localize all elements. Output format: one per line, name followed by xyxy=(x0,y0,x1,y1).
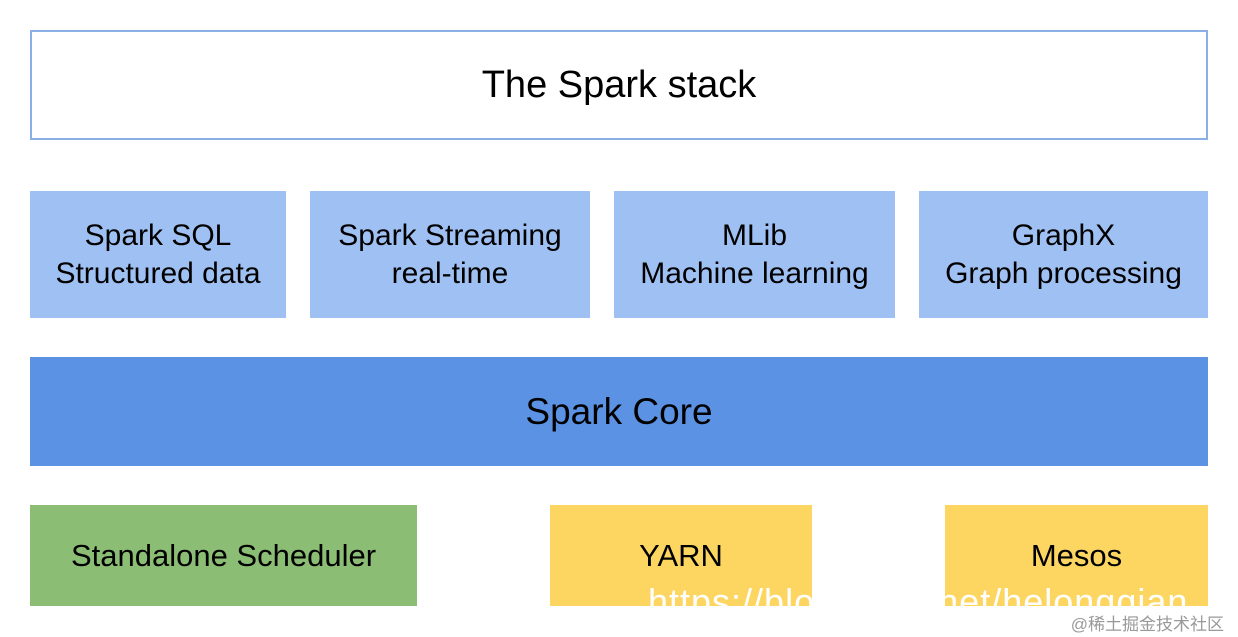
module-spark-sql: Spark SQL Structured data xyxy=(30,191,286,318)
module-name: MLib xyxy=(721,218,788,252)
stack-title-text: The Spark stack xyxy=(481,63,757,106)
module-desc: Graph processing xyxy=(945,256,1182,290)
cm-label: Standalone Scheduler xyxy=(70,537,377,573)
module-name: Spark SQL xyxy=(84,218,232,252)
mesos: Mesos xyxy=(945,505,1208,606)
module-name: Spark Streaming xyxy=(338,218,562,252)
watermark-juejin: @稀土掘金技术社区 xyxy=(1070,615,1224,634)
module-spark-streaming: Spark Streaming real-time xyxy=(310,191,590,318)
spark-core: Spark Core xyxy=(30,357,1208,466)
spark-core-text: Spark Core xyxy=(525,390,713,432)
module-mlib: MLib Machine learning xyxy=(614,191,895,318)
module-desc: Machine learning xyxy=(640,256,869,290)
module-desc: Structured data xyxy=(55,256,261,290)
module-graphx: GraphX Graph processing xyxy=(919,191,1208,318)
yarn: YARN xyxy=(550,505,812,606)
cm-label: YARN xyxy=(639,537,723,573)
module-name: GraphX xyxy=(1011,218,1116,252)
cm-label: Mesos xyxy=(1030,537,1123,573)
standalone-scheduler: Standalone Scheduler xyxy=(30,505,417,606)
stack-title: The Spark stack xyxy=(30,30,1208,140)
module-desc: real-time xyxy=(391,256,509,290)
